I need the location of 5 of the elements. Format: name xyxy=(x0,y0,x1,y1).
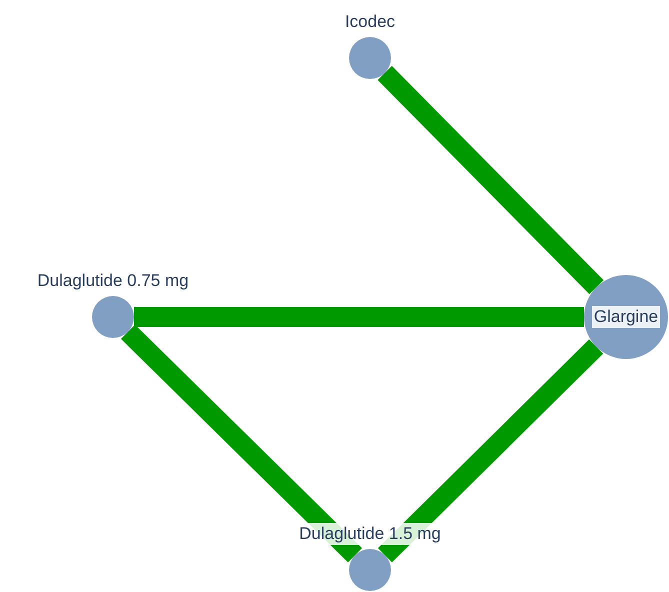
connector-line xyxy=(134,307,584,327)
connector-line xyxy=(378,66,604,294)
node-label: Glargine xyxy=(592,306,660,328)
connector-line xyxy=(120,324,362,562)
connector-line xyxy=(378,339,604,562)
